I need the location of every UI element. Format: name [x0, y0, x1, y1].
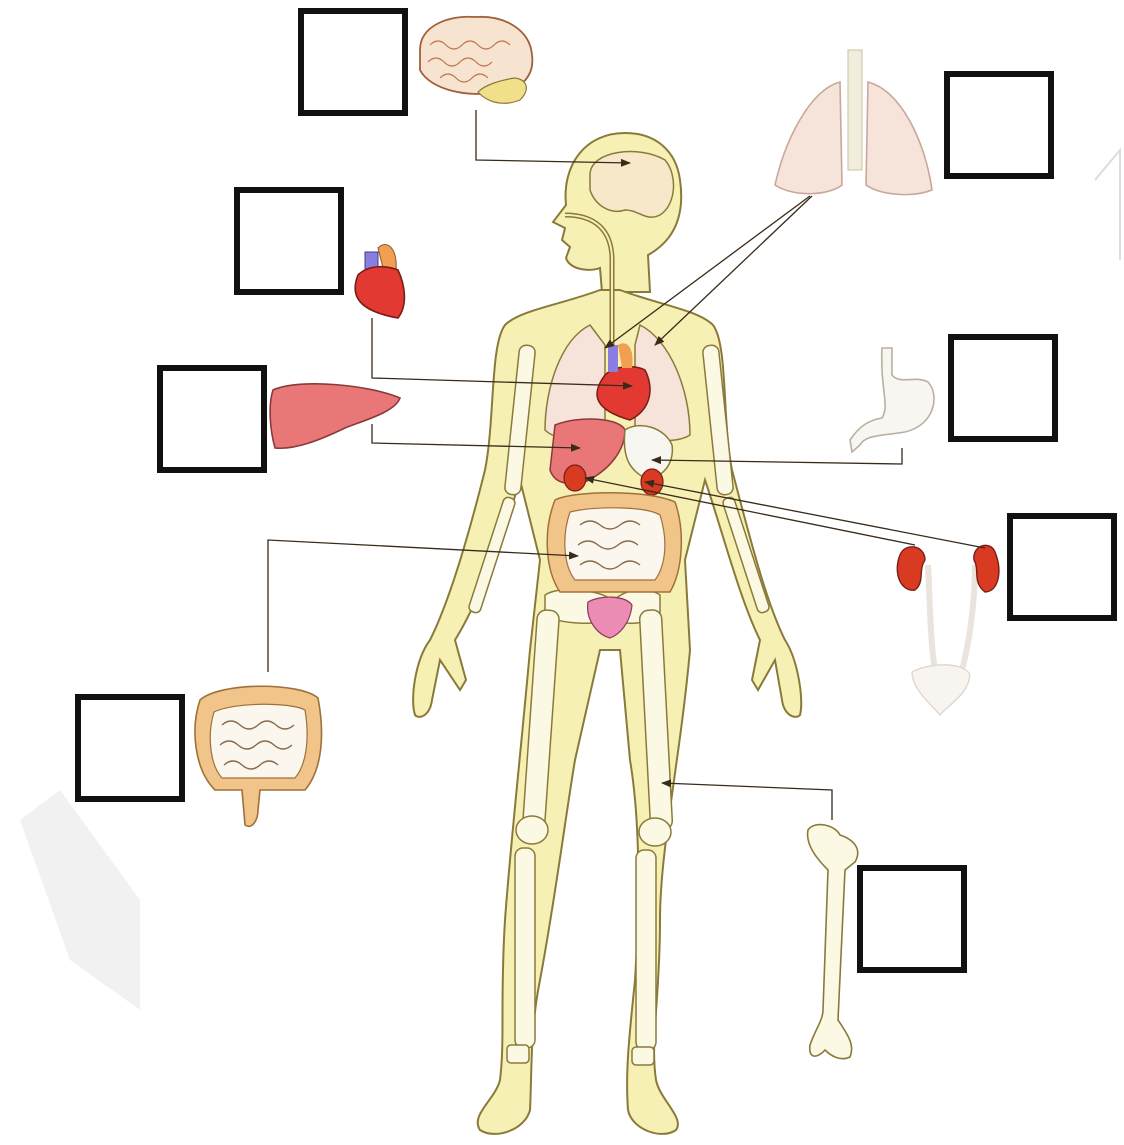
- torso: [413, 290, 801, 1134]
- label-box-bone[interactable]: [857, 865, 967, 973]
- label-box-brain[interactable]: [298, 8, 408, 116]
- heart-icon: [355, 245, 404, 318]
- lungs-icon: [775, 50, 932, 195]
- page-edge-line: [1095, 150, 1120, 260]
- brain-icon: [420, 17, 532, 104]
- stomach-icon: [850, 348, 934, 452]
- liver-icon: [270, 384, 400, 448]
- label-box-intestines[interactable]: [75, 694, 185, 802]
- label-box-lungs[interactable]: [944, 71, 1054, 179]
- label-box-kidneys[interactable]: [1007, 513, 1117, 621]
- label-box-stomach[interactable]: [948, 334, 1058, 442]
- intestines-icon: [195, 686, 322, 826]
- kidneys-icon: [897, 545, 999, 715]
- pointer-bone: [662, 783, 832, 820]
- label-box-heart[interactable]: [234, 187, 344, 295]
- label-box-liver[interactable]: [157, 365, 267, 473]
- page-edge-shadow: [20, 790, 140, 1010]
- femur-bone-icon: [808, 825, 858, 1059]
